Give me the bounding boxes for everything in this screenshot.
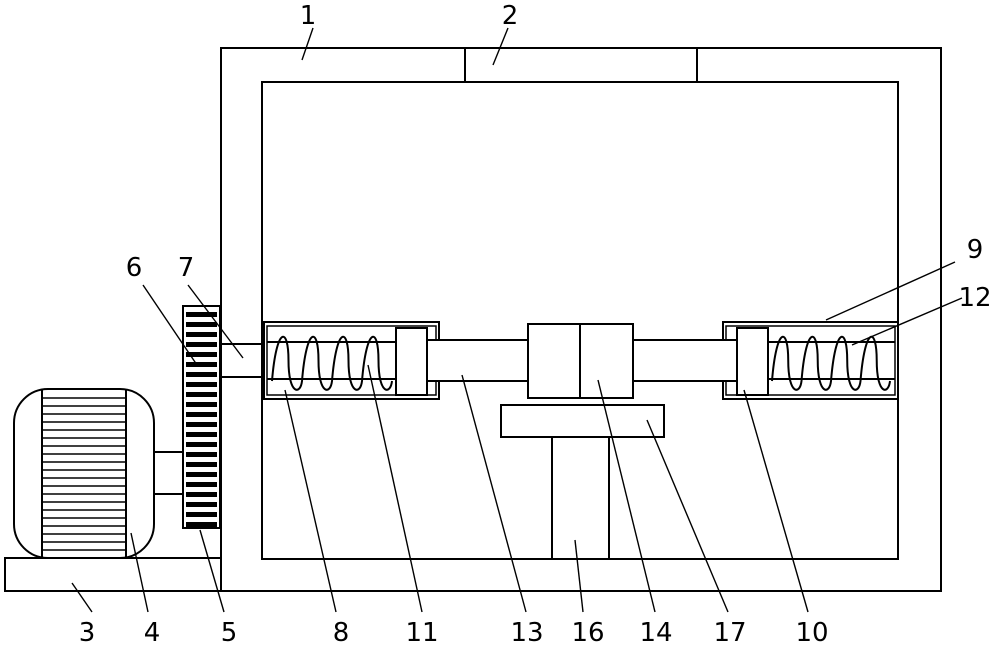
label-6: 6 (126, 253, 143, 283)
label-2: 2 (502, 1, 519, 31)
leader-lines (71, 27, 963, 613)
label-10: 10 (795, 618, 828, 648)
label-1: 1 (300, 1, 317, 31)
connecting-rod-right (632, 339, 738, 382)
platform-plate (500, 404, 665, 438)
label-12: 12 (958, 283, 991, 313)
label-17: 17 (713, 618, 746, 648)
label-5: 5 (221, 618, 238, 648)
base-plate (4, 557, 222, 592)
label-7: 7 (178, 253, 195, 283)
left-slider-block (395, 327, 428, 396)
motor-body (13, 388, 155, 559)
left-spring (271, 335, 393, 391)
label-9: 9 (967, 235, 984, 265)
label-16: 16 (571, 618, 604, 648)
label-8: 8 (333, 618, 350, 648)
right-spring (771, 335, 891, 391)
label-14: 14 (639, 618, 672, 648)
support-column (551, 436, 610, 560)
label-11: 11 (405, 618, 438, 648)
connecting-rod-left (426, 339, 529, 382)
label-3: 3 (79, 618, 96, 648)
label-13: 13 (510, 618, 543, 648)
gear-teeth (186, 312, 217, 527)
label-4: 4 (144, 618, 161, 648)
motor-ribs (42, 397, 126, 551)
right-slider-block (736, 327, 769, 396)
